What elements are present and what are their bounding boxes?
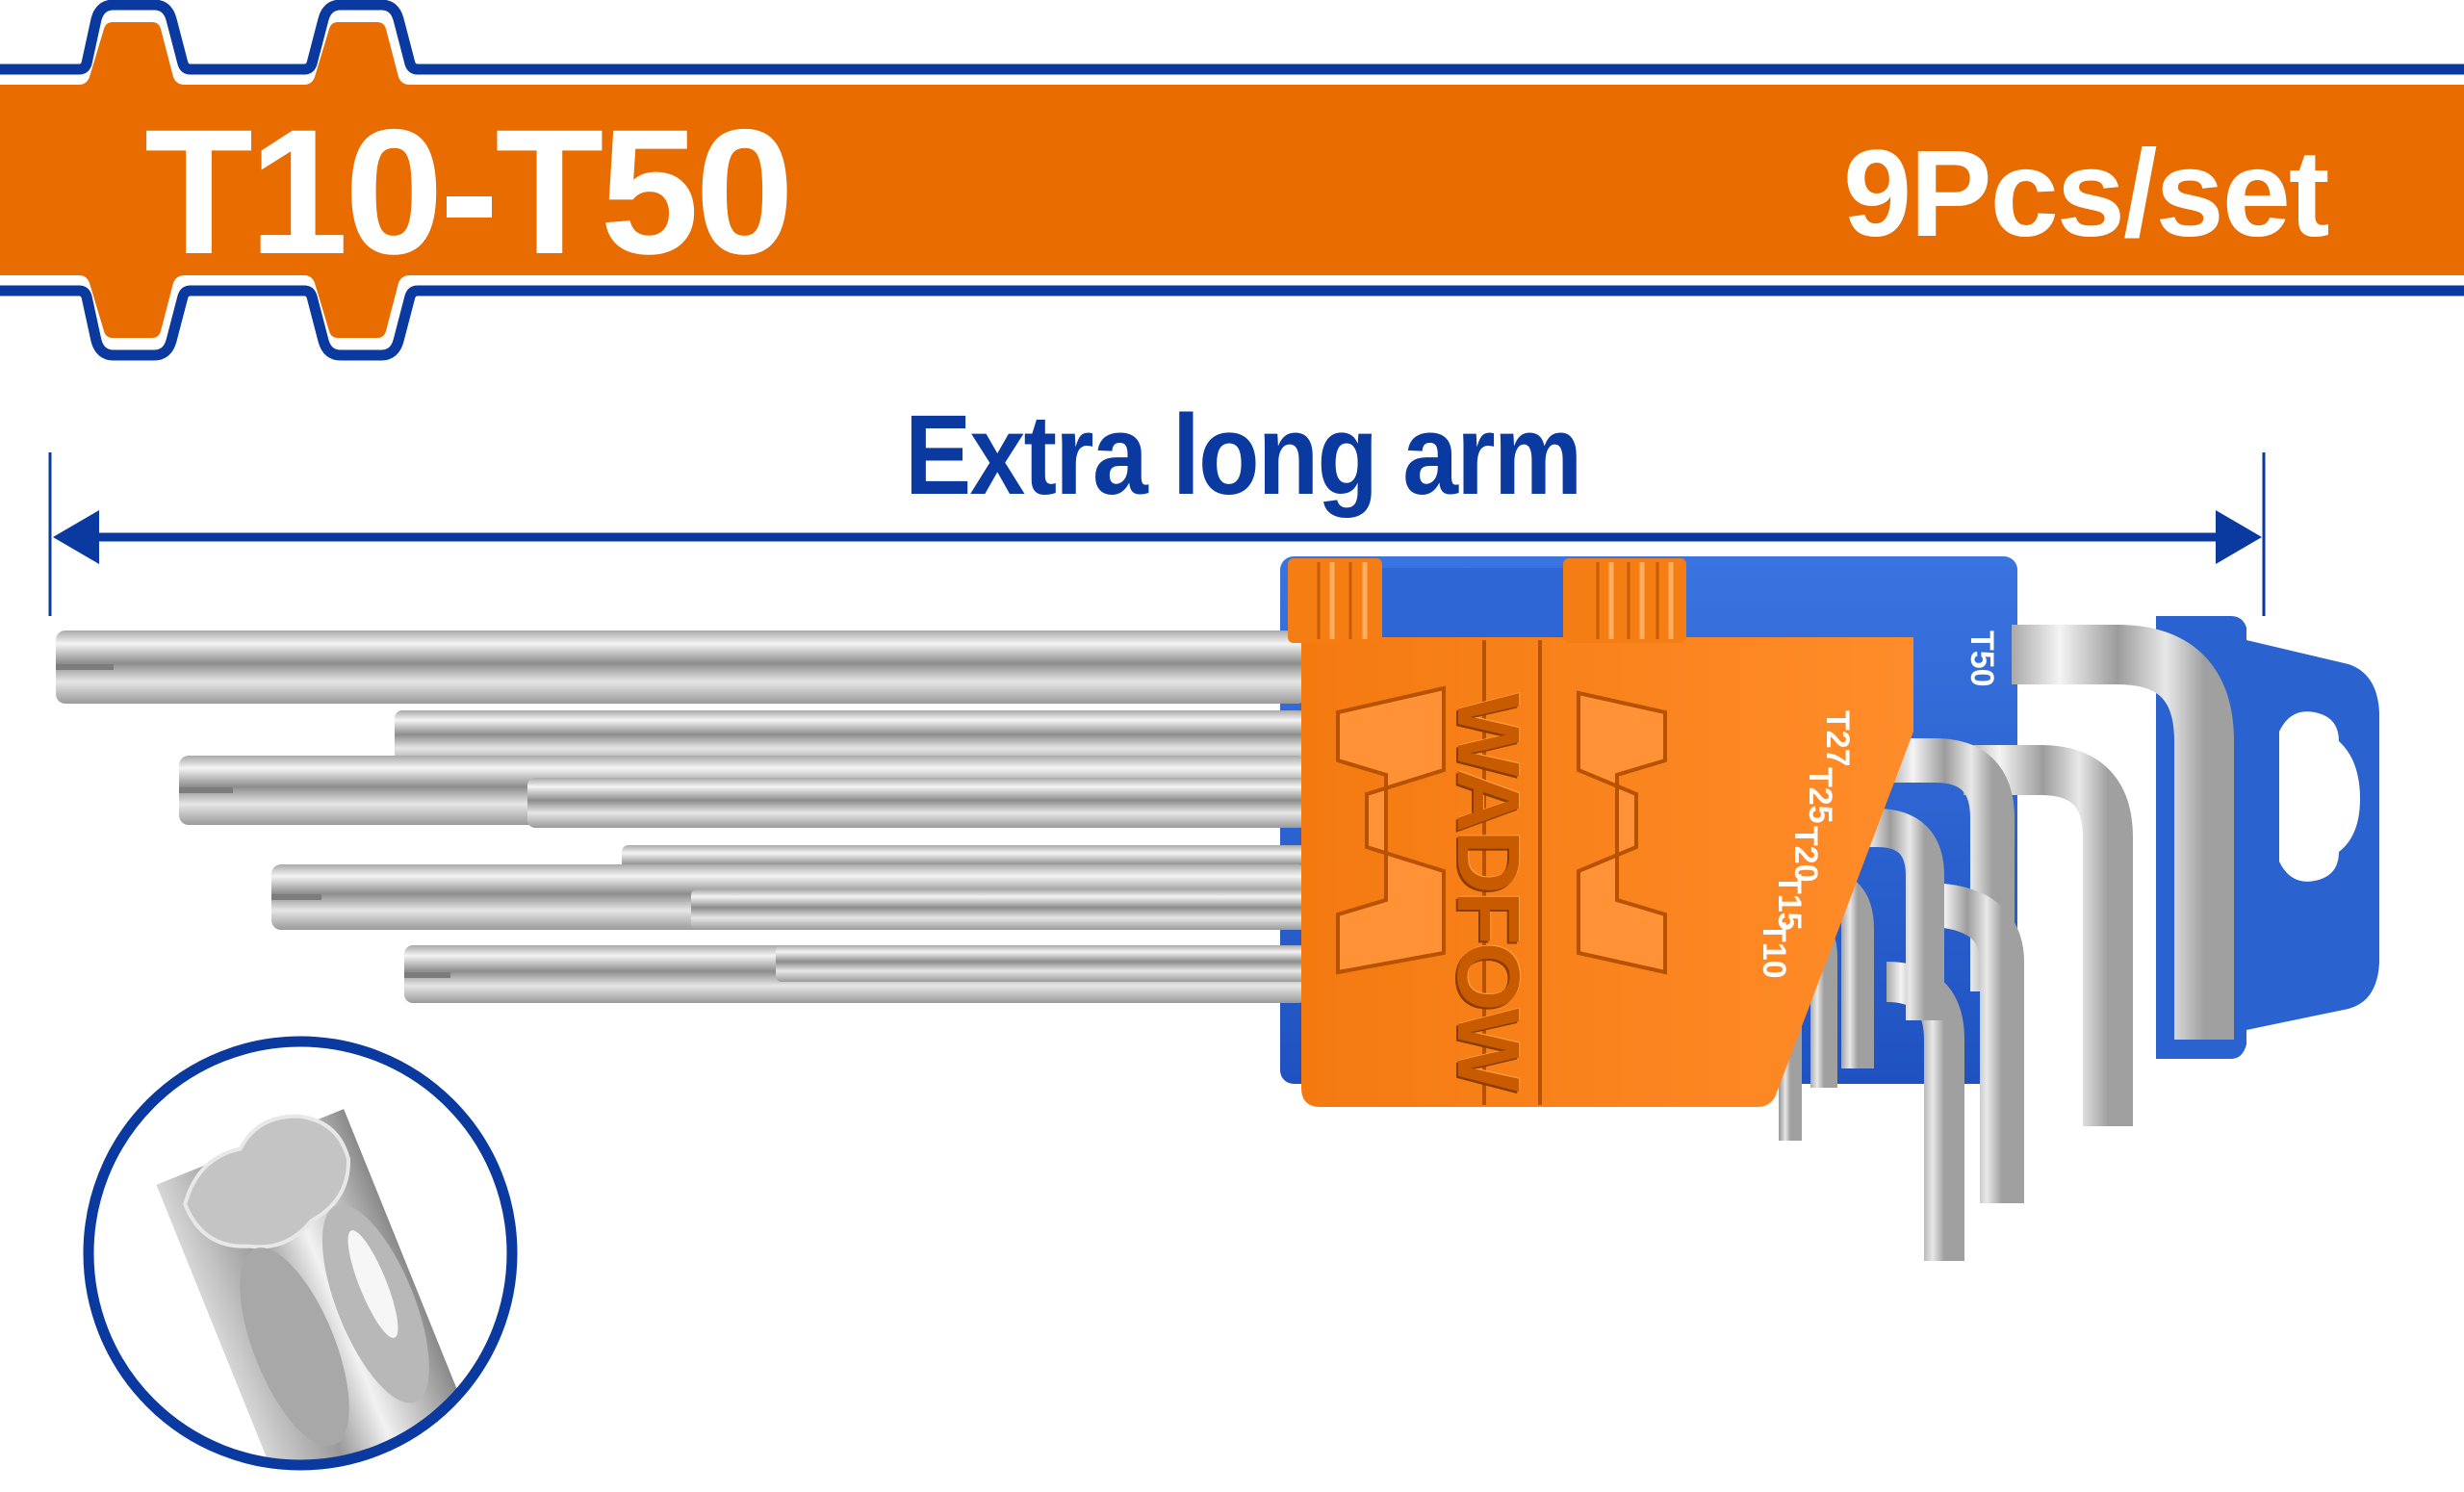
piece-count: 9Pcs/set <box>1843 125 2329 263</box>
banner-fill <box>0 22 2464 338</box>
arrow-left-icon <box>53 510 99 564</box>
torx-key-set-illustration <box>56 556 2379 1261</box>
arrow-right-icon <box>2216 510 2262 564</box>
brand-logo: WADFOW <box>1439 693 1537 1090</box>
long-arms <box>56 630 1307 1003</box>
size-label-t10: T10 <box>1756 922 1792 979</box>
torx-tip-closeup-icon <box>83 1036 518 1471</box>
banner-outline-top <box>0 0 2464 75</box>
size-label-t27: T27 <box>1819 710 1856 767</box>
hanger-hole <box>2279 711 2360 882</box>
banner-outline-bottom <box>0 285 2464 361</box>
size-range-title: T10-T50 <box>144 93 794 292</box>
dimension-arrow <box>48 452 2266 616</box>
detail-inset-border <box>83 1036 518 1471</box>
hinge-ribs <box>1288 558 1686 643</box>
cover-embossing <box>1336 640 1667 1105</box>
header-banner <box>0 0 2464 361</box>
extra-long-arm-label: Extra long arm <box>905 392 1582 519</box>
size-label-t50: T50 <box>1964 630 2000 687</box>
size-label-t25: T25 <box>1802 767 1838 824</box>
